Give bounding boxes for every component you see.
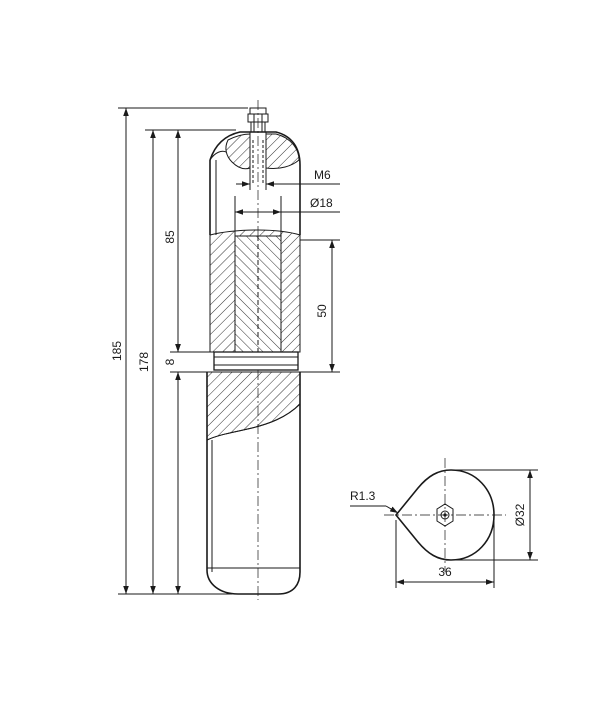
dim-outer-diameter: Ø32 [513, 503, 527, 526]
end-view-dimensions: R1.3 Ø32 36 [350, 469, 538, 588]
hinge-side-view [206, 100, 301, 600]
hinge-end-view [384, 458, 506, 572]
dim-width: 36 [438, 565, 452, 579]
upper-knuckle [209, 131, 301, 235]
dim-thread: M6 [314, 168, 331, 182]
end-view-outline [394, 469, 495, 561]
dim-pin-zone: 50 [315, 304, 329, 318]
side-view-dimensions: 185 178 85 8 50 M6 Ø18 [110, 107, 340, 595]
upper-pin-section [209, 229, 301, 353]
lower-knuckle [206, 371, 301, 595]
dim-radius: R1.3 [350, 489, 376, 503]
dim-leaf-length: 178 [137, 352, 151, 372]
dim-overall-length: 185 [110, 341, 124, 361]
dim-gap: 8 [163, 358, 177, 365]
dim-upper-section: 85 [163, 230, 177, 244]
grease-nipple-hex [436, 503, 454, 527]
washer [213, 351, 299, 371]
dim-bore: Ø18 [310, 196, 333, 210]
